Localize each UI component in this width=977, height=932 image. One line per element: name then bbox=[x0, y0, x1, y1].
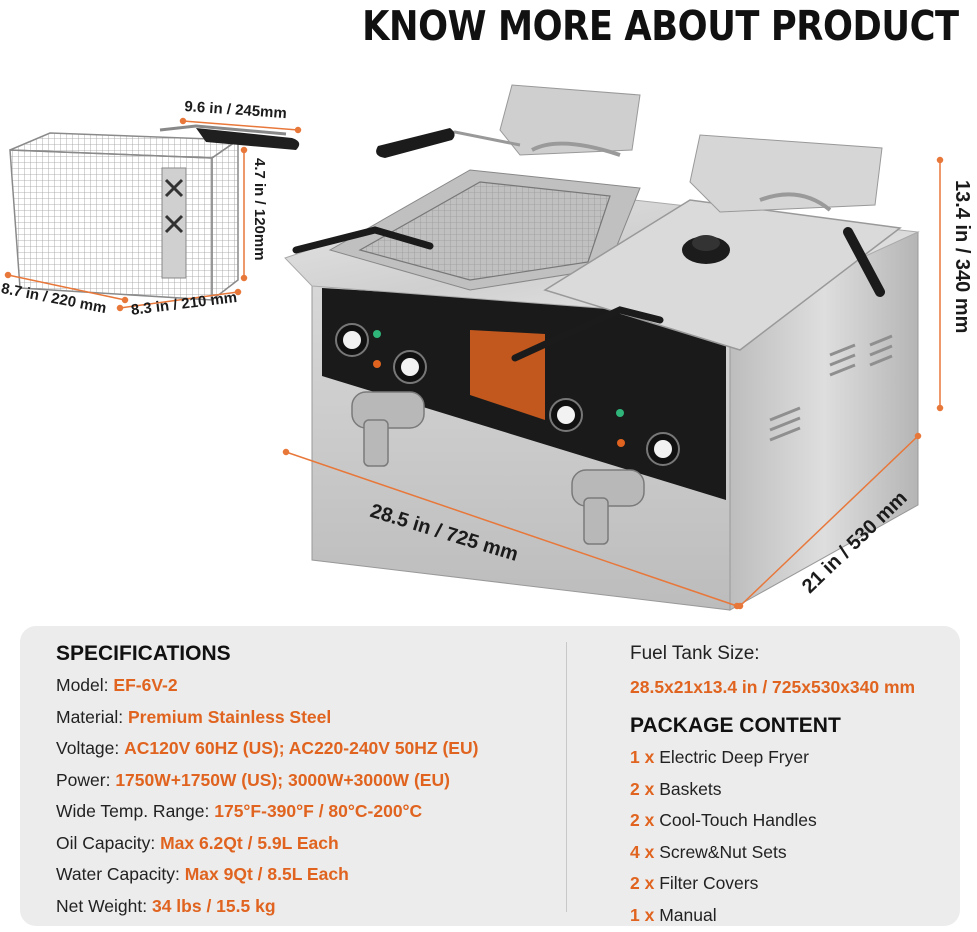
deep-fryer-image bbox=[284, 84, 920, 611]
spec-row-net-weight: Net Weight: 34 lbs / 15.5 kg bbox=[56, 891, 556, 923]
spec-value: Max 6.2Qt / 5.9L Each bbox=[160, 832, 339, 853]
spec-value: AC120V 60HZ (US); AC220-240V 50HZ (EU) bbox=[124, 738, 479, 758]
package-item-qty: 2 x bbox=[630, 778, 655, 799]
spec-label: Water Capacity: bbox=[56, 864, 185, 884]
package-section: Fuel Tank Size: 28.5x21x13.4 in / 725x53… bbox=[630, 638, 960, 931]
package-item-qty: 2 x bbox=[630, 810, 655, 830]
spec-label: Oil Capacity: bbox=[56, 832, 161, 853]
spec-value: 175°F-390°F / 80°C-200°C bbox=[214, 801, 423, 821]
spec-label: Model: bbox=[56, 675, 114, 695]
specifications-heading: SPECIFICATIONS bbox=[56, 642, 231, 665]
package-item: 2 x Filter Covers bbox=[630, 868, 960, 900]
package-item: 1 x Electric Deep Fryer bbox=[630, 742, 960, 774]
package-item-qty: 4 x bbox=[630, 841, 655, 862]
fuel-tank-value: 28.5x21x13.4 in / 725x530x340 mm bbox=[630, 677, 916, 697]
package-item-name: Manual bbox=[654, 904, 717, 925]
spec-label: Voltage: bbox=[56, 738, 125, 758]
package-content-heading: PACKAGE CONTENT bbox=[630, 714, 841, 737]
fryer-height-label: 13.4 in / 340 mm bbox=[951, 180, 973, 334]
package-item-qty: 2 x bbox=[630, 873, 655, 893]
package-item: 2 x Baskets bbox=[630, 774, 960, 806]
spec-row-oil-capacity: Oil Capacity: Max 6.2Qt / 5.9L Each bbox=[56, 828, 556, 860]
spec-row-water-capacity: Water Capacity: Max 9Qt / 8.5L Each bbox=[56, 859, 556, 891]
page-title: KNOW MORE ABOUT PRODUCT bbox=[362, 2, 959, 50]
package-item: 4 x Screw&Nut Sets bbox=[630, 837, 960, 869]
spec-row-material: Material: Premium Stainless Steel bbox=[56, 702, 556, 734]
package-item-name: Screw&Nut Sets bbox=[654, 841, 787, 862]
basket-height-label: 4.7 in / 120mm bbox=[251, 158, 268, 261]
spec-label: Wide Temp. Range: bbox=[56, 801, 215, 821]
spec-label: Net Weight: bbox=[56, 895, 152, 916]
spec-value: Premium Stainless Steel bbox=[127, 706, 332, 727]
spec-row-power: Power: 1750W+1750W (US); 3000W+3000W (EU… bbox=[56, 765, 556, 797]
spec-label: Material: bbox=[56, 706, 128, 727]
package-item-name: Baskets bbox=[654, 778, 722, 799]
package-item: 1 x Manual bbox=[630, 900, 960, 932]
fuel-tank-label: Fuel Tank Size: bbox=[630, 643, 760, 664]
spec-row-model: Model: EF-6V-2 bbox=[56, 670, 556, 702]
product-illustration bbox=[4, 84, 944, 611]
basket-image bbox=[9, 124, 300, 302]
spec-row-voltage: Voltage: AC120V 60HZ (US); AC220-240V 50… bbox=[56, 733, 556, 765]
package-item-qty: 1 x bbox=[630, 747, 655, 767]
spec-value: 1750W+1750W (US); 3000W+3000W (EU) bbox=[115, 769, 450, 790]
package-item-name: Electric Deep Fryer bbox=[654, 747, 809, 767]
specifications-section: SPECIFICATIONS Model: EF-6V-2 Material: … bbox=[56, 638, 556, 922]
package-item: 2 x Cool-Touch Handles bbox=[630, 805, 960, 837]
spec-value: Max 9Qt / 8.5L Each bbox=[184, 864, 349, 884]
spec-panel bbox=[20, 626, 960, 926]
spec-label: Power: bbox=[56, 769, 116, 790]
package-item-name: Filter Covers bbox=[654, 873, 759, 893]
spec-value: EF-6V-2 bbox=[113, 675, 178, 695]
spec-value: 34 lbs / 15.5 kg bbox=[151, 895, 276, 916]
spec-row-temp-range: Wide Temp. Range: 175°F-390°F / 80°C-200… bbox=[56, 796, 556, 828]
package-item-qty: 1 x bbox=[630, 904, 655, 925]
package-item-name: Cool-Touch Handles bbox=[654, 810, 817, 830]
panel-divider bbox=[566, 642, 567, 912]
